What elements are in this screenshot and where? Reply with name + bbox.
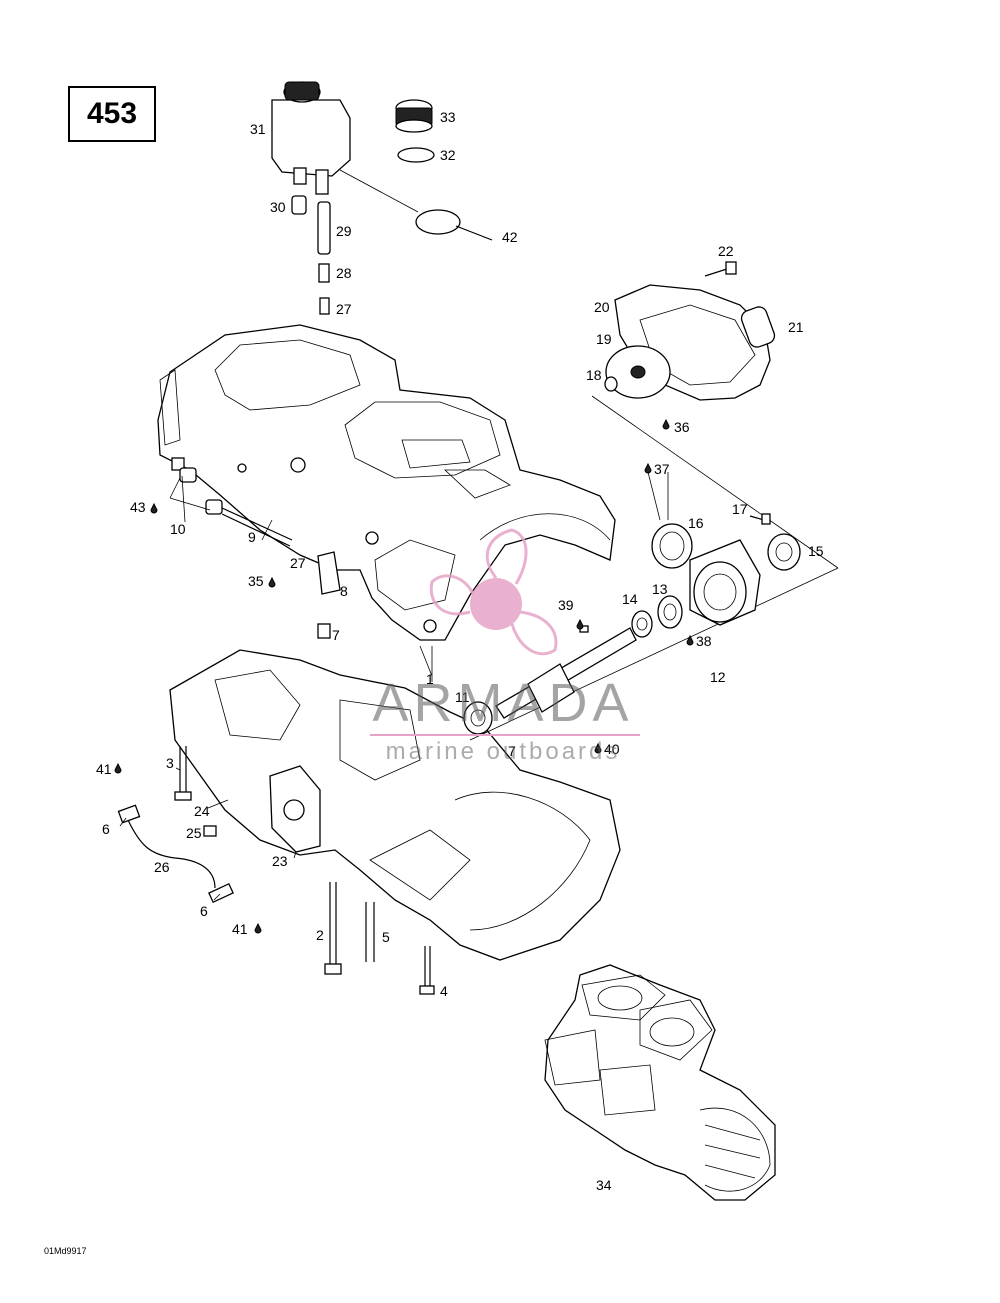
callout-42: 42 — [502, 229, 518, 245]
diagram-number-box: 453 — [68, 86, 156, 142]
cap-seal — [397, 147, 435, 163]
callout-5: 5 — [382, 929, 390, 945]
small-bushing — [317, 623, 331, 639]
callout-28: 28 — [336, 265, 352, 281]
plug — [205, 499, 223, 515]
end-cap — [767, 533, 801, 571]
upper-crankcase — [157, 324, 616, 641]
callout-20: 20 — [594, 299, 610, 315]
callout-1: 1 — [426, 671, 434, 687]
callout-27a: 27 — [336, 301, 352, 317]
bearing-housing — [689, 539, 761, 626]
drawing-code: 01Md9917 — [44, 1246, 87, 1256]
leader-lines — [119, 475, 433, 901]
drive-shaft — [495, 627, 637, 719]
callout-36: 36 — [674, 419, 690, 435]
callout-11: 11 — [455, 689, 470, 705]
callout-30: 30 — [270, 199, 286, 215]
stud — [365, 902, 375, 962]
callout-43: 43 — [130, 499, 146, 515]
callout-8: 8 — [340, 583, 348, 599]
diagram-number: 453 — [86, 97, 138, 130]
callout-24: 24 — [194, 803, 210, 819]
callout-15: 15 — [808, 543, 824, 559]
callout-22: 22 — [718, 243, 734, 259]
callout-19: 19 — [596, 331, 612, 347]
screw — [203, 825, 217, 837]
seal-ring — [631, 610, 653, 638]
callout-16: 16 — [688, 515, 704, 531]
grommet — [291, 195, 307, 215]
rubber-mount — [317, 551, 341, 595]
callout-10: 10 — [170, 521, 186, 537]
ball-bearing — [657, 595, 683, 629]
crankcase-bolt — [174, 746, 192, 801]
callout-33: 33 — [440, 109, 456, 125]
oil-reservoir — [271, 81, 351, 195]
pump-seal — [604, 376, 618, 392]
fitting-small — [319, 297, 330, 315]
callout-3: 3 — [166, 755, 174, 771]
callout-14: 14 — [622, 591, 638, 607]
callout-13: 13 — [652, 581, 668, 597]
callout-6b: 6 — [200, 903, 208, 919]
callout-41b: 41 — [232, 921, 248, 937]
plug — [179, 467, 197, 483]
callout-32: 32 — [440, 147, 456, 163]
callout-26: 26 — [154, 859, 170, 875]
pump-impeller — [605, 345, 671, 399]
callout-6a: 6 — [102, 821, 110, 837]
hose-connector — [318, 263, 330, 283]
engine-assembly — [544, 964, 776, 1201]
callout-35: 35 — [248, 573, 264, 589]
callout-40: 40 — [604, 741, 620, 757]
callout-25: 25 — [186, 825, 202, 841]
callout-4: 4 — [440, 983, 448, 999]
callout-18: 18 — [586, 367, 602, 383]
callout-12: 12 — [710, 669, 726, 685]
callout-29: 29 — [336, 223, 352, 239]
oil-hose — [317, 201, 331, 255]
sealant-markers — [114, 418, 694, 934]
callout-21: 21 — [788, 319, 804, 335]
callout-7b: 7 — [508, 743, 516, 759]
callout-37: 37 — [654, 461, 670, 477]
oil-seal — [651, 523, 693, 569]
callout-38: 38 — [696, 633, 712, 649]
oil-line — [117, 804, 234, 904]
cable-tie — [339, 169, 493, 241]
callout-17: 17 — [732, 501, 748, 517]
callout-39: 39 — [558, 597, 574, 613]
long-bolt — [324, 882, 342, 975]
dowel-pin — [171, 457, 185, 471]
watermark-subtitle: marine outboards — [385, 738, 621, 765]
watermark-logo — [429, 528, 558, 656]
callout-labels: 1 2 3 4 5 6 6 7 7 8 9 10 11 12 13 14 15 … — [96, 109, 824, 1193]
callout-7a: 7 — [332, 627, 340, 643]
callout-9: 9 — [248, 529, 256, 545]
housing-bolt — [704, 261, 737, 277]
callout-23: 23 — [272, 853, 288, 869]
callout-27b: 27 — [290, 555, 306, 571]
guide-lines — [419, 395, 839, 741]
short-bolt — [419, 946, 435, 995]
watermark-title: ARMADA — [372, 673, 634, 733]
reservoir-cap — [395, 99, 433, 133]
drain-stud — [221, 507, 293, 547]
cover-screw — [749, 513, 771, 525]
lower-crankcase — [169, 649, 621, 961]
callout-41a: 41 — [96, 761, 112, 777]
callout-31: 31 — [250, 121, 266, 137]
callout-34: 34 — [596, 1177, 612, 1193]
callout-2: 2 — [316, 927, 324, 943]
